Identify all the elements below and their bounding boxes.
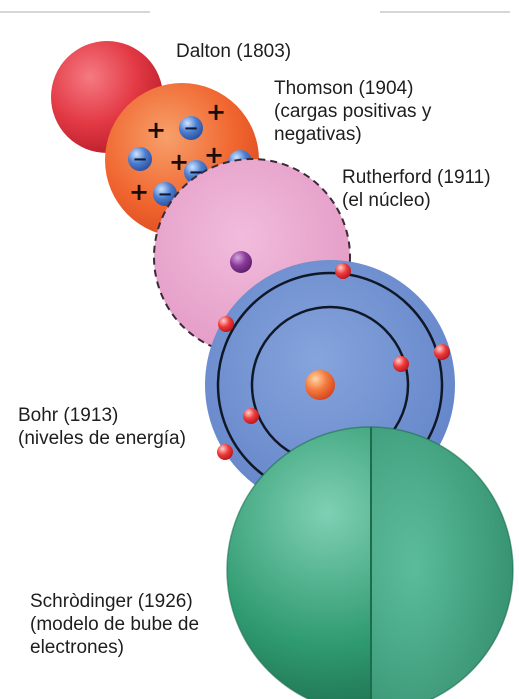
bohr-electron (393, 356, 409, 372)
plus-sign: + (169, 148, 189, 176)
thomson-negative-charge (128, 147, 152, 171)
minus-sign: − (183, 118, 198, 139)
bohr-nucleus (305, 370, 335, 400)
rutherford-nucleus (230, 251, 252, 273)
bohr-electron (218, 316, 234, 332)
minus-sign: − (157, 184, 172, 205)
label-schrodinger: Schròdinger (1926) (modelo de bube de el… (30, 591, 200, 658)
thomson-negative-charge (179, 116, 203, 140)
bohr-electron (434, 344, 450, 360)
plus-sign: + (204, 141, 224, 169)
plus-sign: + (206, 98, 226, 126)
bohr-electron (335, 263, 351, 279)
plus-sign: + (129, 178, 149, 206)
label-rutherford: Rutherford (1911) (el núcleo) (342, 167, 491, 211)
label-dalton: Dalton (1803) (176, 41, 292, 62)
minus-sign: − (132, 149, 147, 170)
thomson-negative-charge (153, 182, 177, 206)
bohr-electron (243, 408, 259, 424)
label-bohr: Bohr (1913) (niveles de energía) (18, 405, 186, 449)
label-thomson: Thomson (1904) (cargas positivas y negat… (274, 78, 432, 145)
bohr-electron (217, 444, 233, 460)
plus-sign: + (146, 116, 166, 144)
